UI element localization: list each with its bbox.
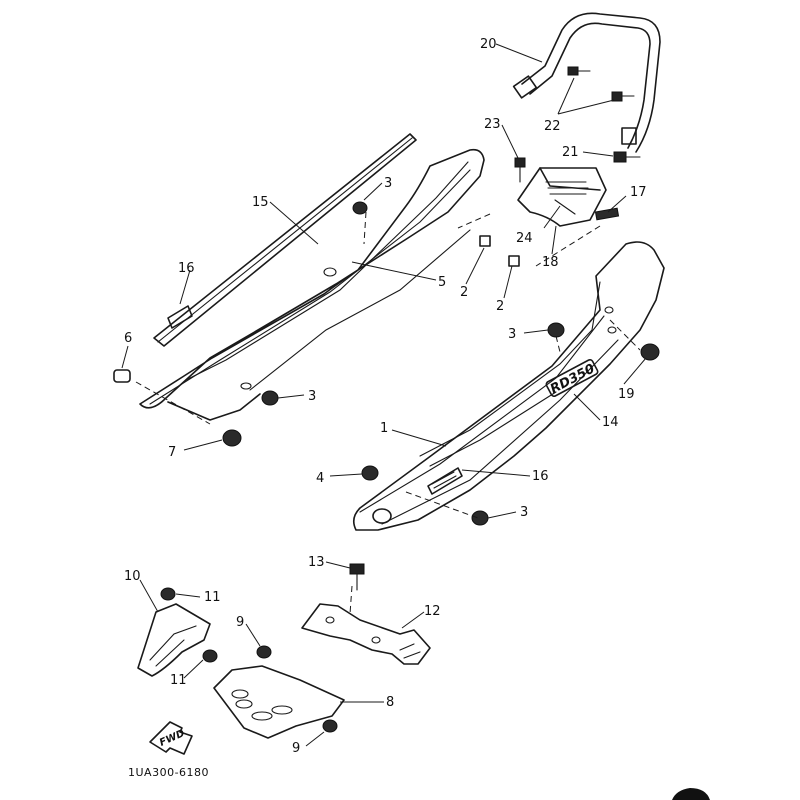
grommet-3a bbox=[352, 201, 368, 215]
callout-12: 12 bbox=[424, 604, 441, 619]
collar-6 bbox=[113, 369, 131, 383]
grommet-3b bbox=[261, 390, 279, 406]
callout-6: 6 bbox=[124, 331, 132, 346]
clip-2a bbox=[479, 235, 491, 247]
callout-10: 10 bbox=[124, 569, 141, 584]
callout-22: 22 bbox=[544, 119, 561, 134]
bolt-23 bbox=[514, 157, 526, 183]
callout-9a: 9 bbox=[236, 615, 244, 630]
label-16-left bbox=[167, 305, 193, 329]
grommet-7 bbox=[222, 429, 242, 447]
callout-19: 19 bbox=[618, 387, 635, 402]
callout-14: 14 bbox=[602, 415, 619, 430]
grommet-9a bbox=[256, 645, 272, 659]
callout-16b: 16 bbox=[532, 469, 549, 484]
callout-15: 15 bbox=[252, 195, 269, 210]
callout-8: 8 bbox=[386, 695, 394, 710]
callout-23: 23 bbox=[484, 117, 501, 132]
bolt-22b bbox=[611, 91, 635, 102]
callout-11a: 11 bbox=[204, 590, 221, 605]
grommet-11a bbox=[160, 587, 176, 601]
grommet-11b bbox=[202, 649, 218, 663]
callout-20: 20 bbox=[480, 37, 497, 52]
bolt-22a bbox=[567, 66, 591, 76]
alignment-lines bbox=[135, 211, 641, 615]
grab-rail bbox=[512, 12, 661, 153]
callout-4: 4 bbox=[316, 471, 324, 486]
cover-10 bbox=[137, 603, 211, 677]
grommet-9b bbox=[322, 719, 338, 733]
callout-17: 17 bbox=[630, 185, 647, 200]
callout-7: 7 bbox=[168, 445, 176, 460]
callout-13: 13 bbox=[308, 555, 325, 570]
trim-strip bbox=[153, 133, 417, 347]
bracket-12 bbox=[301, 603, 431, 665]
tail-bracket bbox=[517, 167, 607, 227]
callout-11b: 11 bbox=[170, 673, 187, 688]
clip-2b bbox=[508, 255, 520, 267]
callout-5: 5 bbox=[438, 275, 446, 290]
callout-3a: 3 bbox=[384, 176, 392, 191]
corner-logo-icon bbox=[672, 788, 710, 800]
bolt-13 bbox=[349, 563, 365, 591]
side-cover-left bbox=[139, 148, 485, 421]
fwd-arrow-icon: FWD bbox=[149, 721, 193, 755]
grommet-19 bbox=[640, 343, 660, 361]
callout-2a: 2 bbox=[460, 285, 468, 300]
callout-3c: 3 bbox=[508, 327, 516, 342]
grommet-4 bbox=[361, 465, 379, 481]
callout-16a: 16 bbox=[178, 261, 195, 276]
label-16-right bbox=[427, 467, 463, 495]
callout-3b: 3 bbox=[308, 389, 316, 404]
fwd-label: FWD bbox=[158, 728, 186, 749]
callout-3d: 3 bbox=[520, 505, 528, 520]
callout-18: 18 bbox=[542, 255, 559, 270]
callout-2b: 2 bbox=[496, 299, 504, 314]
grommet-3d bbox=[471, 510, 489, 526]
part-code: 1UA300-6180 bbox=[128, 766, 209, 779]
cover-8 bbox=[213, 665, 345, 739]
bolt-21 bbox=[613, 151, 641, 163]
callout-1: 1 bbox=[380, 421, 388, 436]
plate-17 bbox=[594, 207, 620, 221]
callout-21: 21 bbox=[562, 145, 579, 160]
side-cover-right: RD350 bbox=[352, 241, 665, 531]
leader-lines bbox=[121, 43, 647, 747]
callout-9b: 9 bbox=[292, 741, 300, 756]
callouts: 20 22 21 23 17 24 18 3 15 16 2 2 5 6 3 3… bbox=[124, 37, 647, 756]
callout-24: 24 bbox=[516, 231, 533, 246]
grommet-3c bbox=[547, 322, 565, 338]
